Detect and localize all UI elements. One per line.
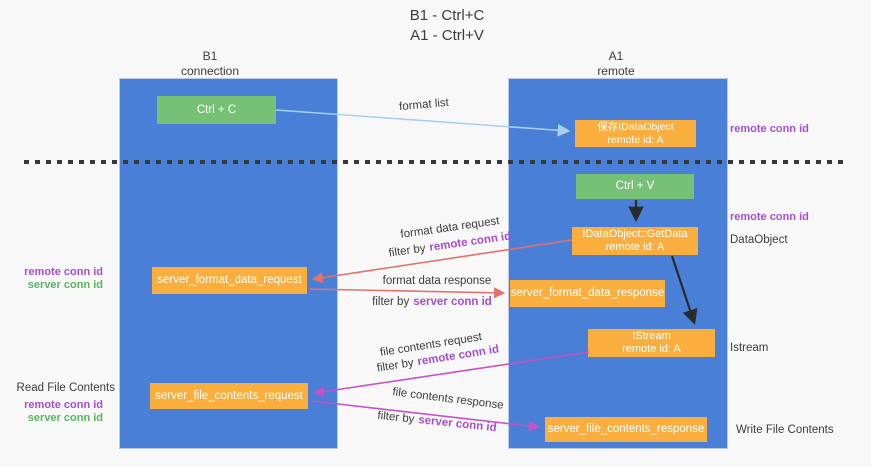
idataobject-getdata-box: IDataObject::GetData remote id: A (572, 227, 698, 255)
server-conn-id-label-left-bottom: server conn id (27, 412, 103, 424)
server-file-contents-request-box: server_file_contents_request (150, 383, 308, 409)
file-contents-response-label: file contents response (391, 386, 505, 412)
filter-by-text: filter by (376, 409, 415, 426)
ctrl-v-label: Ctrl + V (615, 180, 655, 192)
filter-by-text: filter by (376, 356, 415, 375)
lane-header-a1: A1 remote (556, 49, 676, 79)
istream-box: IStream remote id: A (588, 329, 715, 357)
lane-a1-subtitle: remote (597, 64, 635, 78)
lane-a1-name: A1 (608, 49, 624, 63)
remote-conn-id-label-top-right: remote conn id (730, 123, 809, 135)
write-file-contents-label: Write File Contents (736, 424, 834, 436)
istream-side-label: Istream (730, 342, 769, 354)
server-format-data-request-box: server_format_data_request (152, 267, 307, 294)
diagram-title: B1 - Ctrl+C A1 - Ctrl+V (347, 6, 547, 46)
ctrl-c-label: Ctrl + C (196, 103, 237, 116)
ctrl-v-box: Ctrl + V (576, 174, 694, 199)
remote-conn-id-label-right: remote conn id (730, 211, 809, 223)
dataobject-label: DataObject (730, 234, 788, 246)
save-idataobject-box: 保存IDataObject remote id: A (575, 120, 696, 147)
istream-line1: IStream (632, 330, 671, 342)
ctrl-c-box: Ctrl + C (157, 96, 276, 124)
server-conn-id-text: server conn id (417, 414, 498, 435)
server-file-contents-request-label: server_file_contents_request (155, 389, 303, 402)
getdata-line1: IDataObject::GetData (582, 228, 688, 240)
lane-b1-subtitle: connection (180, 64, 240, 78)
server-format-data-response-box: server_format_data_response (510, 280, 665, 307)
remote-conn-id-label-left-bottom: remote conn id (24, 399, 103, 411)
title-line-2: A1 - Ctrl+V (410, 27, 484, 44)
server-file-contents-response-box: server_file_contents_response (545, 417, 707, 442)
save-idataobject-line1: 保存IDataObject (597, 120, 674, 133)
lane-b1-name: B1 (202, 49, 218, 63)
istream-line2: remote id: A (622, 343, 681, 355)
remote-conn-id-label-left-top: remote conn id (24, 266, 103, 278)
format-list-label: format list (398, 96, 450, 114)
save-idataobject-line2: remote id: A (607, 133, 664, 146)
server-conn-id-label-left-top: server conn id (27, 279, 103, 291)
server-format-data-request-label: server_format_data_request (157, 274, 302, 286)
filter-by-text: filter by (388, 242, 427, 260)
server-format-data-response-label: server_format_data_response (510, 287, 665, 299)
title-line-1: B1 - Ctrl+C (409, 7, 485, 24)
filter-by-text: filter by (372, 296, 410, 308)
server-conn-id-text: server conn id (413, 296, 492, 308)
server-file-contents-response-label: server_file_contents_response (547, 423, 705, 435)
getdata-line2: remote id: A (605, 241, 665, 253)
lane-header-b1: B1 connection (150, 49, 270, 79)
format-data-response-label: format data response (382, 275, 492, 287)
format-data-response-arrow (309, 287, 506, 299)
read-file-contents-label: Read File Contents (16, 382, 115, 394)
